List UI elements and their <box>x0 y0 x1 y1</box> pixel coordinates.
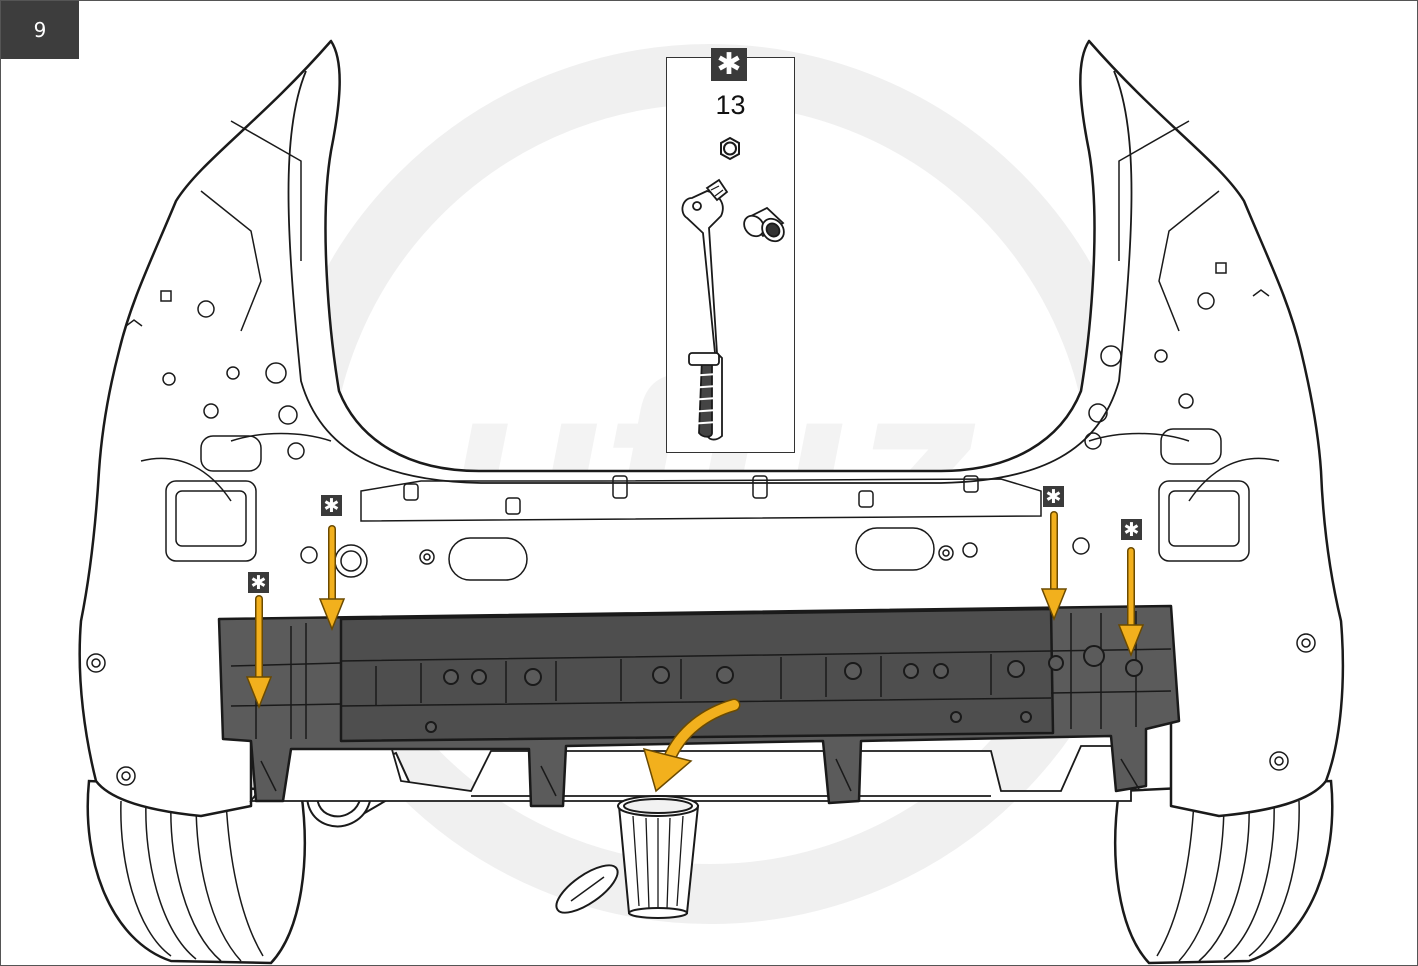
asterisk-marker-1: ✱ <box>248 572 269 594</box>
socket-icon <box>743 206 785 243</box>
tool-illustration <box>681 136 785 441</box>
fastener-arrow-4 <box>1117 547 1145 658</box>
body-panel-details <box>86 120 1316 786</box>
vehicle-body-shell <box>78 39 1345 818</box>
asterisk-marker-4: ✱ <box>1121 519 1142 541</box>
tool-marker-asterisk: ✱ <box>711 48 747 81</box>
fastener-arrow-3 <box>1040 511 1068 622</box>
tool-size-label: 13 <box>715 90 746 120</box>
fastener-arrow-1 <box>245 595 273 710</box>
step-number-badge: 9 <box>1 1 79 59</box>
fastener-arrow-2 <box>318 525 346 632</box>
hex-nut-icon <box>720 136 740 161</box>
ratchet-wrench-icon <box>681 178 729 441</box>
asterisk-marker-3: ✱ <box>1043 486 1064 508</box>
fastener-arrows <box>245 511 1145 793</box>
trash-bin-icon <box>555 795 700 919</box>
left-rear-tire <box>86 779 306 965</box>
discard-arrow <box>642 698 741 793</box>
rear-crossmember <box>217 604 1181 808</box>
asterisk-marker-2: ✱ <box>321 495 342 517</box>
right-rear-tire <box>1114 779 1334 965</box>
tool-info-panel: ✱ 13 <box>666 48 795 453</box>
